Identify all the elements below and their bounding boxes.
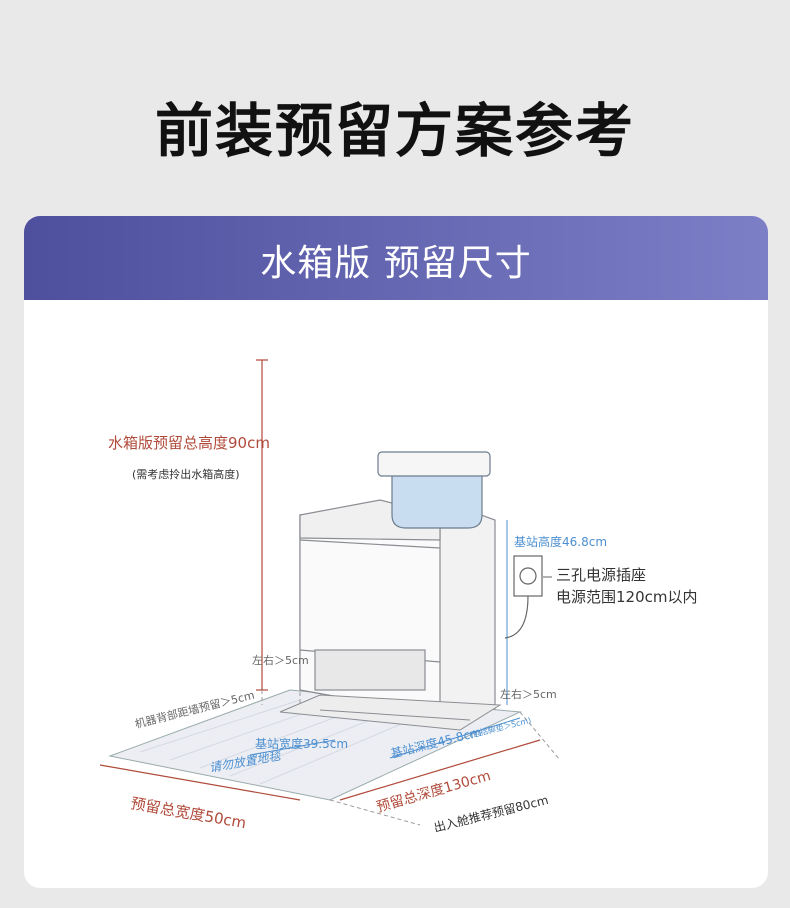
exit-reserve-label: 出入舱推荐预留80cm [432,793,549,835]
station-width-label: 基站宽度39.5cm [255,736,348,751]
reserve-depth-label: 预留总深度130cm [375,768,493,816]
station-depth-line [389,717,521,759]
reserve-width-label: 预留总宽度50cm [129,794,247,832]
power-range-label: 电源范围120cm以内 [556,588,698,606]
station-ramp [279,694,502,731]
left-right-gap-label-left: 左右＞5cm [252,653,309,667]
total-height-label: 水箱版预留总高度90cm [108,434,270,452]
socket-label: 三孔电源插座 [556,566,646,584]
reserve-depth-line [339,739,541,801]
card-header: 水箱版 预留尺寸 [24,216,768,300]
power-socket [504,555,543,639]
page-title: 前装预留方案参考 [154,97,635,165]
water-tank [377,451,491,529]
station-width-line [249,739,336,756]
station-height-label: 基站高度46.8cm [514,534,607,549]
reserve-width-line [99,764,301,801]
total-height-note: (需考虑拎出水箱高度) [132,467,240,481]
base-station [299,499,496,716]
card-header-title: 水箱版 预留尺寸 [260,243,532,284]
left-right-gap-label-right: 左右＞5cm [500,687,557,701]
total-height-line [256,359,268,691]
